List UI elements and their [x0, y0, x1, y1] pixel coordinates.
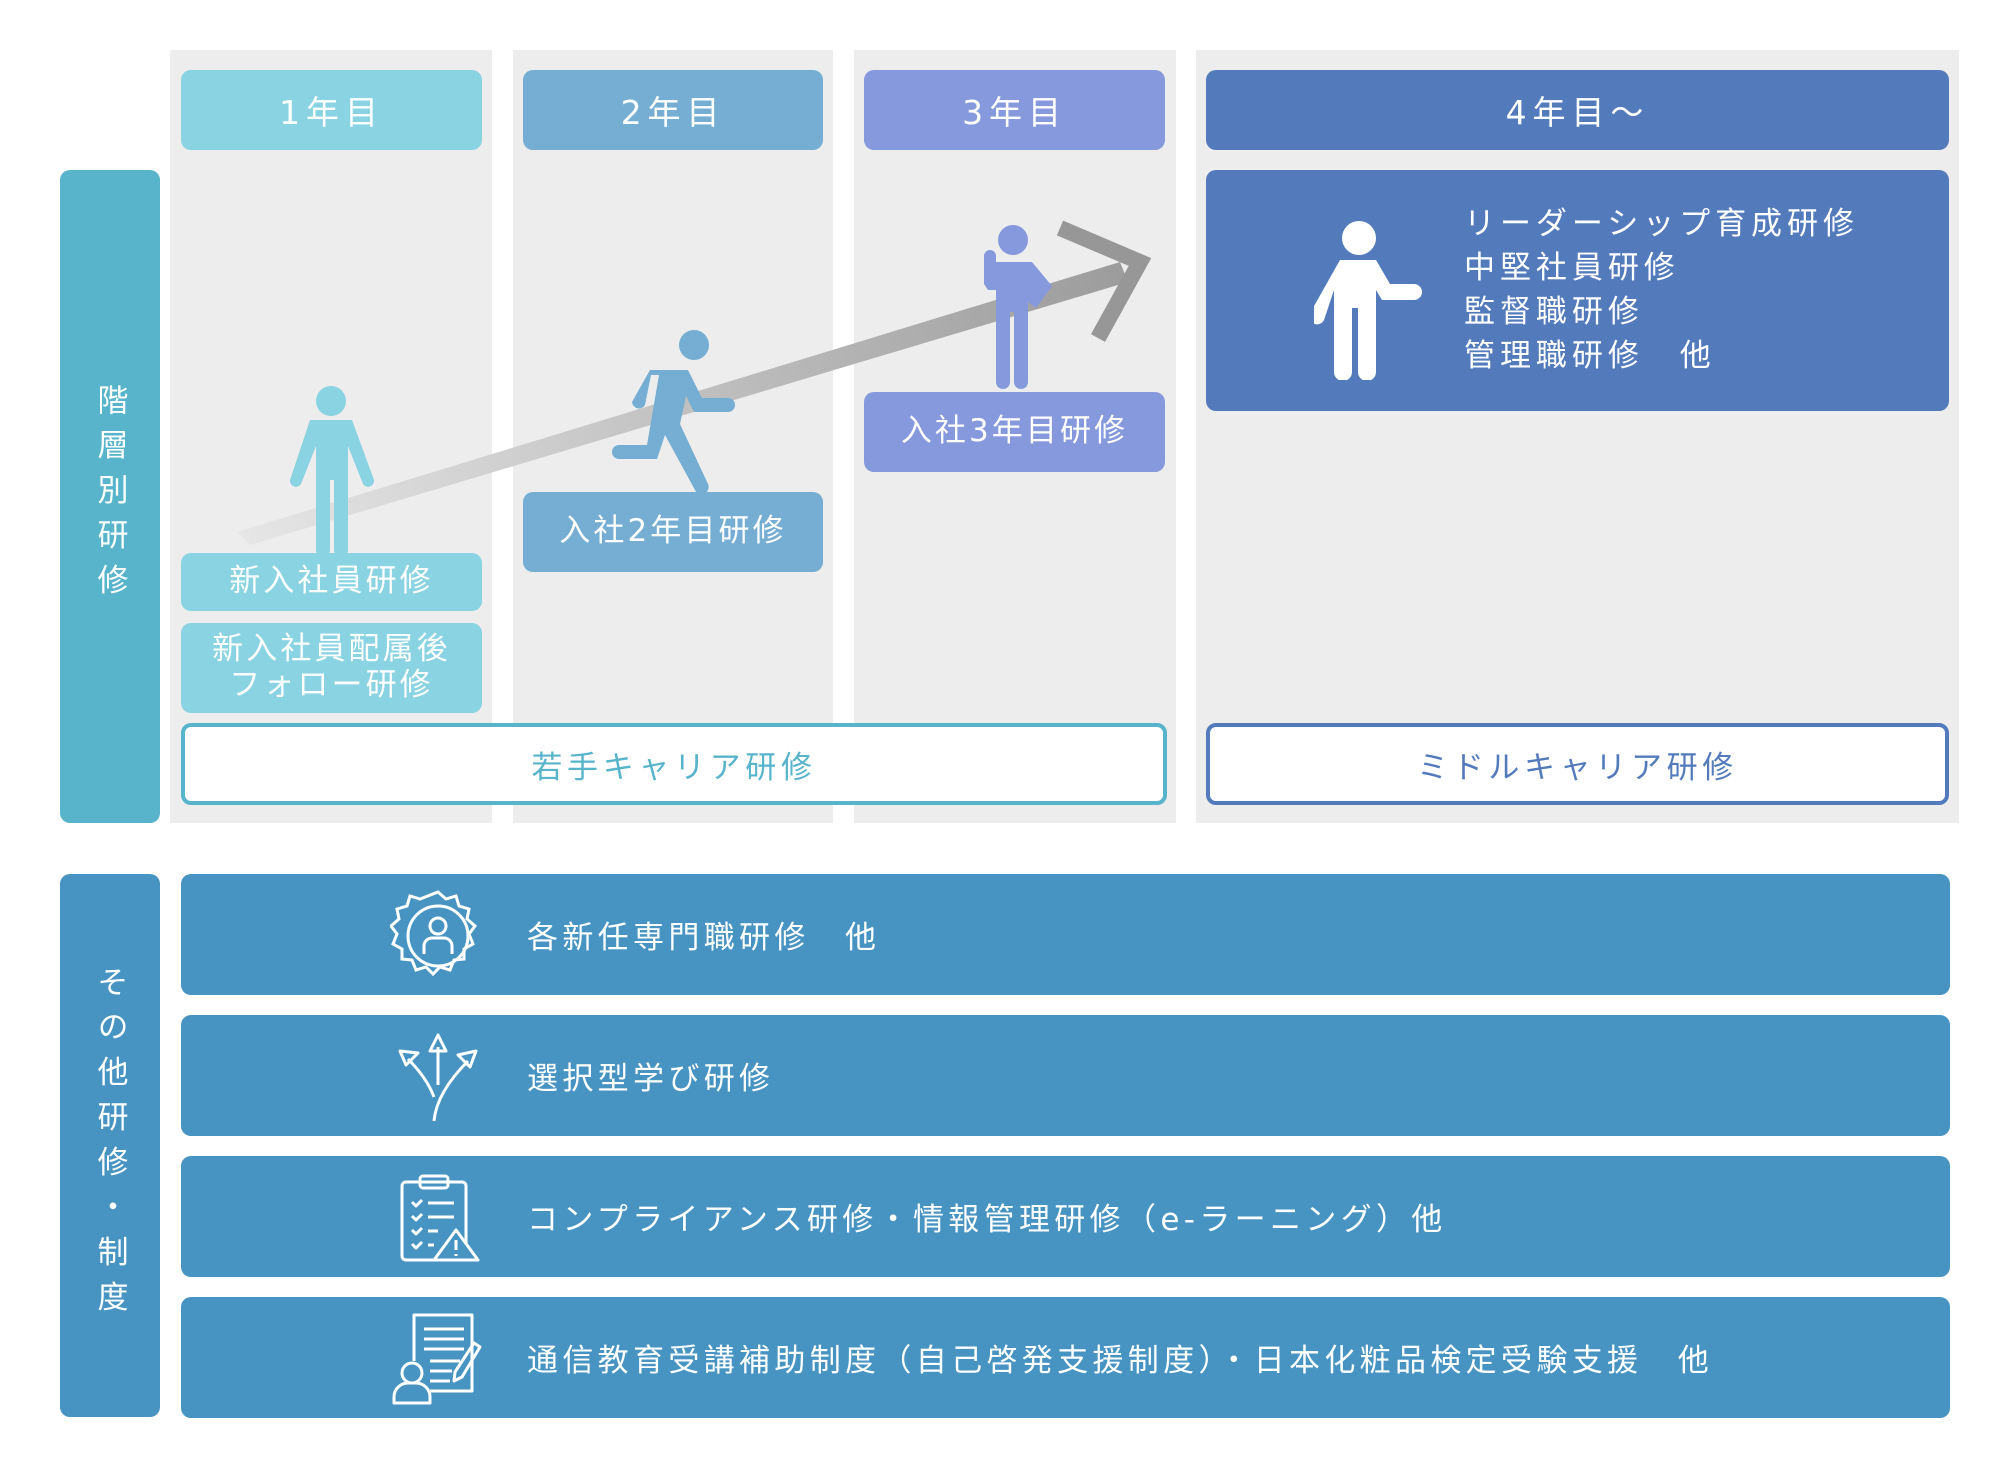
other-row-label: 通信教育受講補助制度（自己啓発支援制度）・日本化粧品検定受験支援 他 — [527, 1343, 1714, 1379]
followup-line2: フォロー研修 — [229, 667, 434, 703]
mid-level-training: 中堅社員研修 — [1464, 250, 1680, 286]
middle-career-training: ミドルキャリア研修 — [1206, 723, 1949, 805]
second-year-training: 入社2年目研修 — [523, 492, 823, 572]
other-row-specialist: 各新任専門職研修 他 — [181, 874, 1950, 995]
other-row-label: 各新任専門職研修 他 — [527, 920, 881, 956]
hierarchical-training-label: 階層別研修 — [60, 170, 160, 823]
young-career-training: 若手キャリア研修 — [181, 723, 1167, 805]
supervisor-training: 監督職研修 — [1464, 294, 1644, 330]
year1-header: 1年目 — [181, 70, 482, 150]
year4-header: 4年目～ — [1206, 70, 1949, 150]
presenting-person-icon — [1314, 221, 1422, 380]
year3-header: 3年目 — [864, 70, 1165, 150]
followup-line1: 新入社員配属後 — [212, 631, 451, 668]
other-training-label: その他研修・制度 — [60, 874, 160, 1417]
checklist-warning-icon — [400, 1174, 480, 1262]
other-row-label: 選択型学び研修 — [527, 1061, 775, 1097]
branching-arrows-icon — [398, 1033, 478, 1122]
column-year2 — [513, 50, 833, 823]
senior-training-list: リーダーシップ育成研修 中堅社員研修 監督職研修 管理職研修 他 — [1464, 202, 1859, 378]
manager-training: 管理職研修 他 — [1464, 338, 1716, 374]
other-row-compliance: コンプライアンス研修・情報管理研修（e-ラーニング）他 — [181, 1156, 1950, 1277]
badge-person-icon — [390, 890, 478, 977]
new-employee-training: 新入社員研修 — [181, 553, 482, 611]
other-row-label: コンプライアンス研修・情報管理研修（e-ラーニング）他 — [527, 1202, 1447, 1238]
column-year4 — [1196, 50, 1959, 823]
new-employee-followup-training: 新入社員配属後 フォロー研修 — [181, 623, 482, 713]
third-year-training: 入社3年目研修 — [864, 392, 1165, 472]
other-row-elective: 選択型学び研修 — [181, 1015, 1950, 1136]
document-person-pen-icon — [392, 1313, 482, 1405]
other-row-support: 通信教育受講補助制度（自己啓発支援制度）・日本化粧品検定受験支援 他 — [181, 1297, 1950, 1418]
senior-training-box: リーダーシップ育成研修 中堅社員研修 監督職研修 管理職研修 他 — [1206, 170, 1949, 411]
year2-header: 2年目 — [523, 70, 823, 150]
leadership-training: リーダーシップ育成研修 — [1464, 206, 1859, 242]
